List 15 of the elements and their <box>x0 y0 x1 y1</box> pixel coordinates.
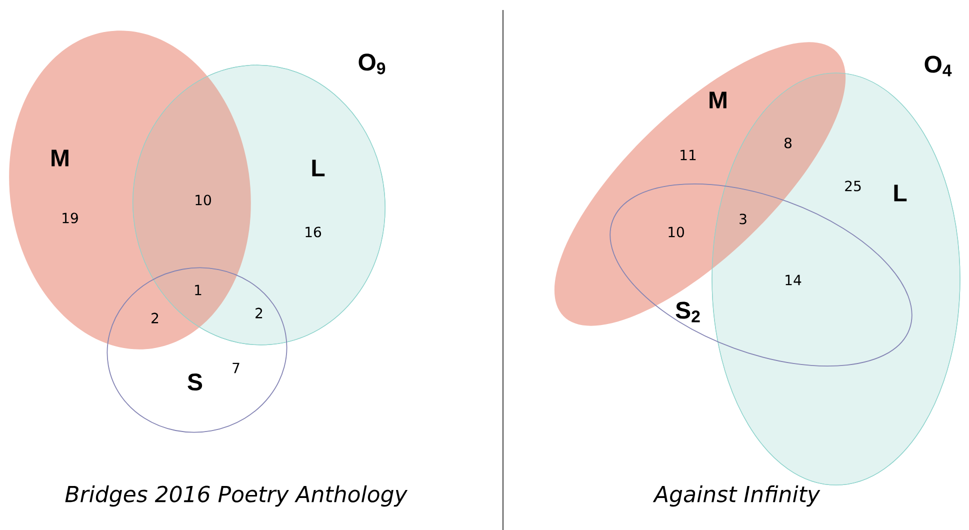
region-count: 19 <box>62 212 78 224</box>
region-count: 7 <box>232 362 240 374</box>
region-count: 2 <box>256 308 262 318</box>
region-count: 14 <box>786 274 802 286</box>
region-count: 16 <box>306 226 322 238</box>
region-count: 1 <box>195 284 202 296</box>
panel-caption: Bridges 2016 Poetry Anthology <box>65 485 408 507</box>
region-count: 10 <box>668 226 684 238</box>
region-count: 2 <box>152 312 158 324</box>
region-count: 25 <box>845 180 861 192</box>
region-count: 10 <box>196 194 211 206</box>
region-count: 3 <box>740 214 746 224</box>
region-count: 8 <box>784 138 792 148</box>
panel-caption: Against Infinity <box>652 485 820 507</box>
region-count: 11 <box>680 150 696 160</box>
